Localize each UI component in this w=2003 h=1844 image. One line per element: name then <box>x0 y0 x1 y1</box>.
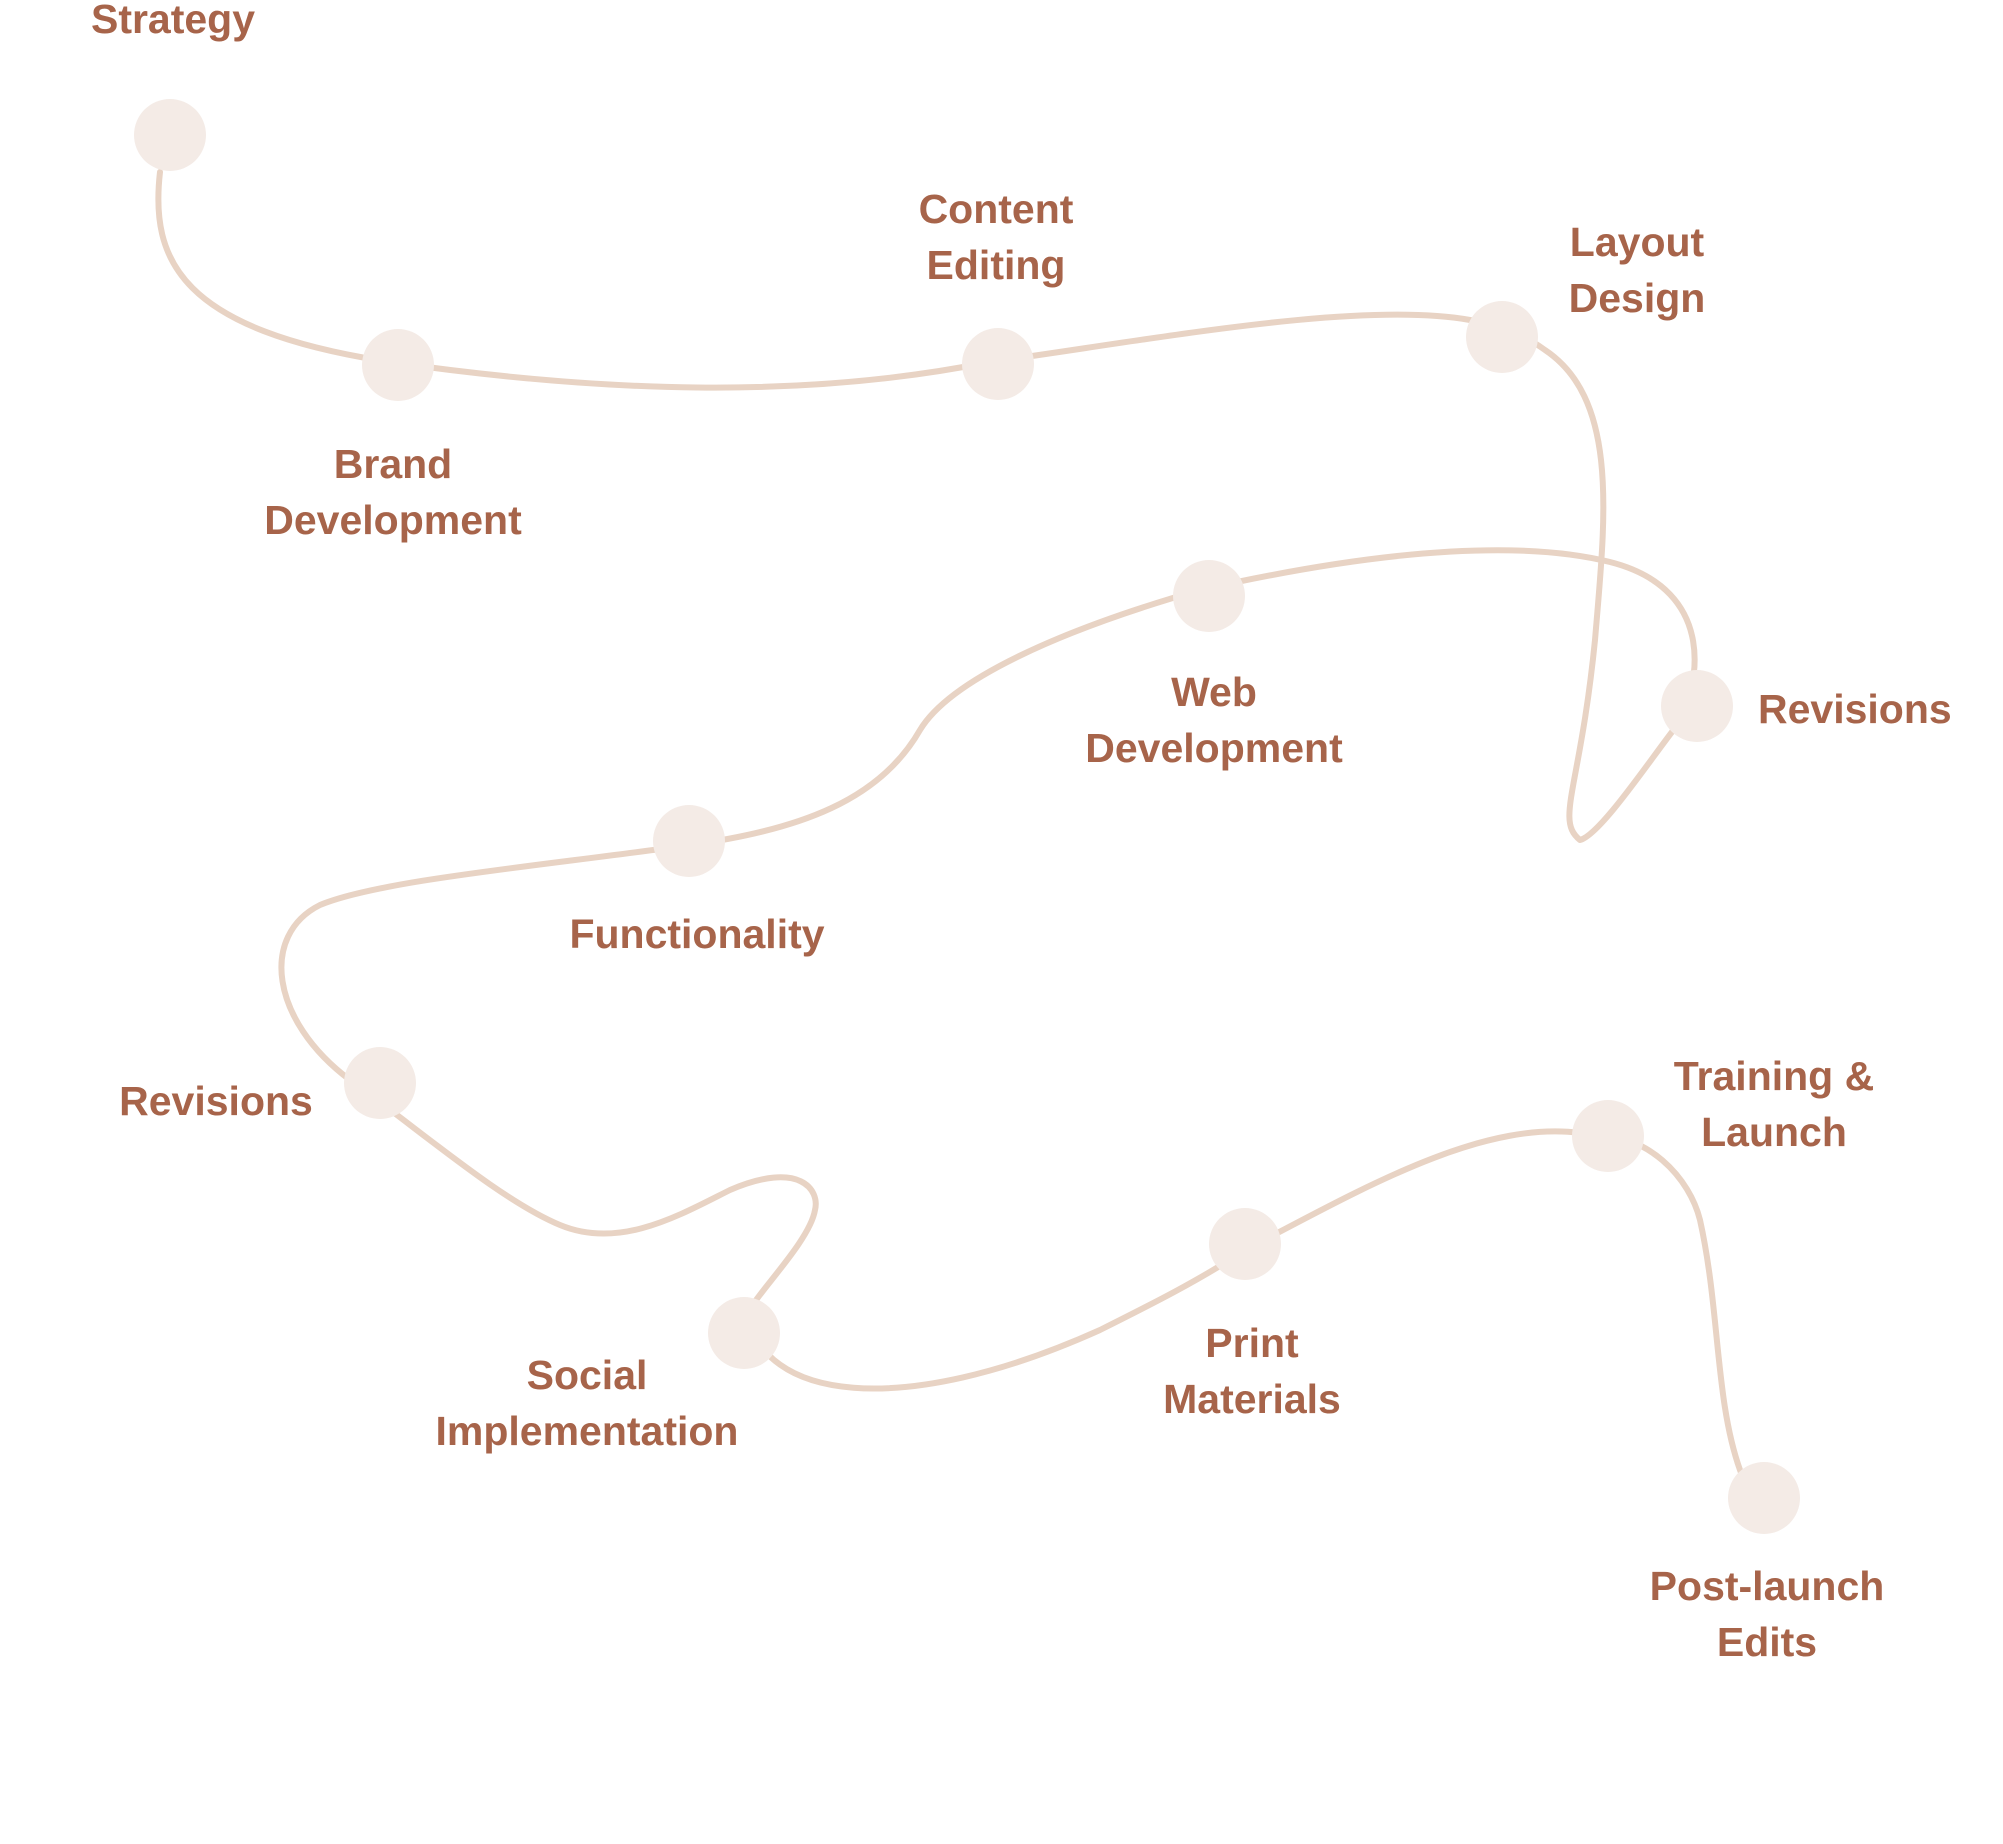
step-label-line: Web <box>1171 669 1257 715</box>
step-label-line: Functionality <box>569 911 824 957</box>
step-label-line: Brand <box>334 441 452 487</box>
step-label-line: Edits <box>1717 1619 1817 1665</box>
step-label-line: Materials <box>1163 1376 1341 1422</box>
step-label-line: Implementation <box>436 1408 739 1454</box>
step-label-line: Launch <box>1701 1109 1847 1155</box>
step-label-5: Revisions <box>1758 686 1952 732</box>
step-label-line: Development <box>1085 725 1343 771</box>
step-node-10 <box>1209 1208 1281 1280</box>
step-node-4 <box>1466 301 1538 373</box>
step-label-line: Development <box>264 497 522 543</box>
step-label-line: Post-launch <box>1650 1563 1885 1609</box>
step-node-3 <box>962 328 1034 400</box>
step-node-5 <box>1661 670 1733 742</box>
step-label-line: Strategy <box>91 0 255 42</box>
step-label-1: Strategy <box>91 0 255 42</box>
step-label-line: Training & <box>1674 1053 1874 1099</box>
step-label-line: Social <box>527 1352 648 1398</box>
roadmap-path <box>155 169 1771 1506</box>
step-label-line: Editing <box>927 242 1066 288</box>
step-label-line: Design <box>1569 275 1706 321</box>
step-label-line: Content <box>919 186 1074 232</box>
step-label-8: Revisions <box>119 1078 313 1124</box>
step-node-8 <box>344 1047 416 1119</box>
step-label-line: Revisions <box>119 1078 313 1124</box>
step-label-line: Layout <box>1570 219 1705 265</box>
step-node-6 <box>1173 560 1245 632</box>
step-node-2 <box>362 329 434 401</box>
step-node-7 <box>653 805 725 877</box>
step-label-11: Training & Launch <box>1674 1053 1874 1155</box>
step-label-7: Functionality <box>569 911 824 957</box>
step-label-line: Revisions <box>1758 686 1952 732</box>
step-label-line: Print <box>1205 1320 1299 1366</box>
step-node-9 <box>708 1297 780 1369</box>
step-node-11 <box>1572 1100 1644 1172</box>
step-node-1 <box>134 99 206 171</box>
step-node-12 <box>1728 1462 1800 1534</box>
